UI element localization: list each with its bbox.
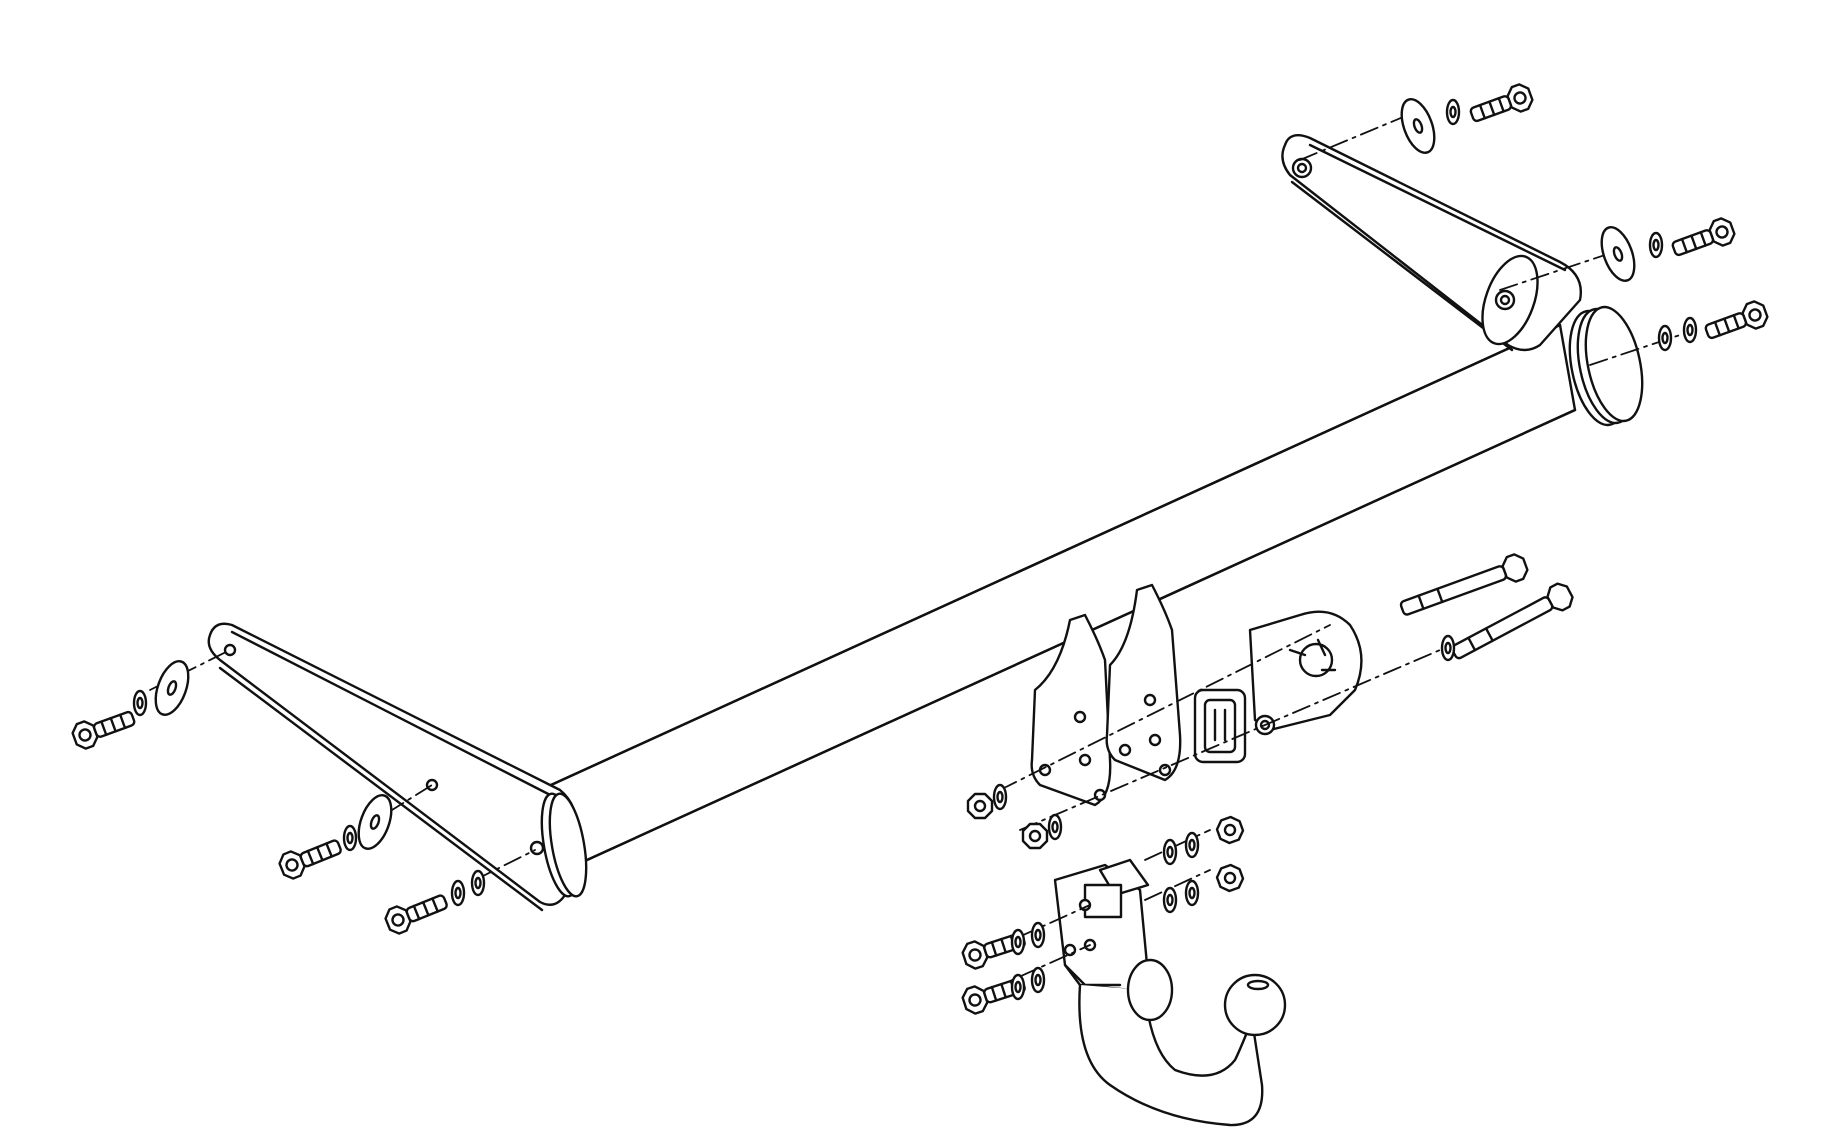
socket-bracket-plate (1193, 610, 1363, 764)
tow-ball-head (1223, 973, 1287, 1037)
left-side-arm (207, 622, 588, 912)
tow-ball-neck (1053, 858, 1264, 1127)
right-arm-lower-fasteners (1657, 297, 1771, 352)
left-arm-upper-fasteners (69, 655, 196, 753)
neck-fasteners-right (1162, 813, 1247, 914)
left-arm-middle-fasteners (275, 789, 399, 883)
center-mount-brackets (1030, 583, 1182, 807)
bracket-long-bolt-upper (1396, 550, 1531, 623)
bracket-nuts (966, 783, 1063, 850)
right-side-arm (1281, 134, 1582, 352)
left-arm-lower-fasteners (381, 869, 486, 938)
crossbar-tube (538, 305, 1644, 872)
right-arm-middle-fasteners (1594, 214, 1738, 287)
neck-fasteners-left (959, 921, 1046, 1017)
right-arm-upper-fasteners (1394, 80, 1536, 159)
